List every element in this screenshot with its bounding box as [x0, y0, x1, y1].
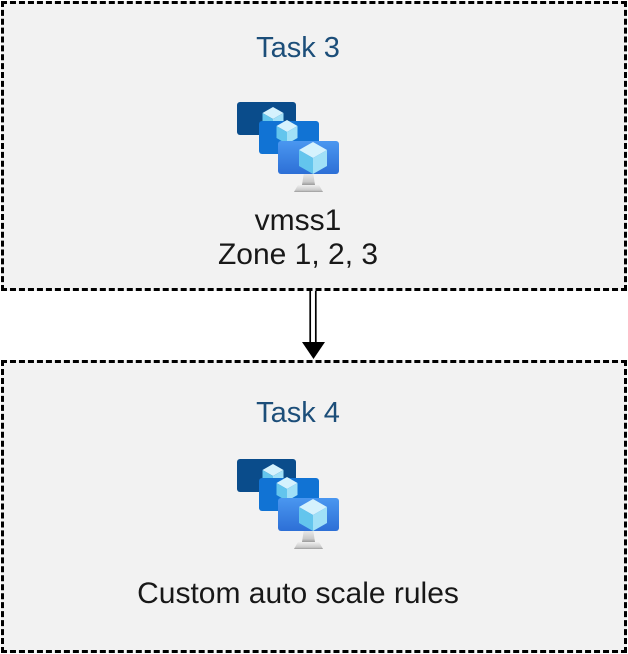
task4-title: Task 4 [256, 397, 340, 429]
task3-box: Task 3 vmss1 Zone 1, 2, 3 [1, 1, 627, 291]
vm-scale-sets-icon [237, 459, 341, 551]
task3-title: Task 3 [256, 32, 340, 64]
down-arrow [301, 291, 326, 360]
zones-label: Zone 1, 2, 3 [217, 238, 379, 271]
task4-box: Task 4 Custom auto scale rules [1, 360, 627, 653]
autoscale-rules-label: Custom auto scale rules [137, 577, 459, 610]
task3-caption: vmss1 Zone 1, 2, 3 [218, 204, 378, 272]
task4-caption: Custom auto scale rules [137, 577, 459, 611]
vm-scale-sets-icon [237, 102, 341, 194]
vmss-name-label: vmss1 [254, 204, 342, 237]
